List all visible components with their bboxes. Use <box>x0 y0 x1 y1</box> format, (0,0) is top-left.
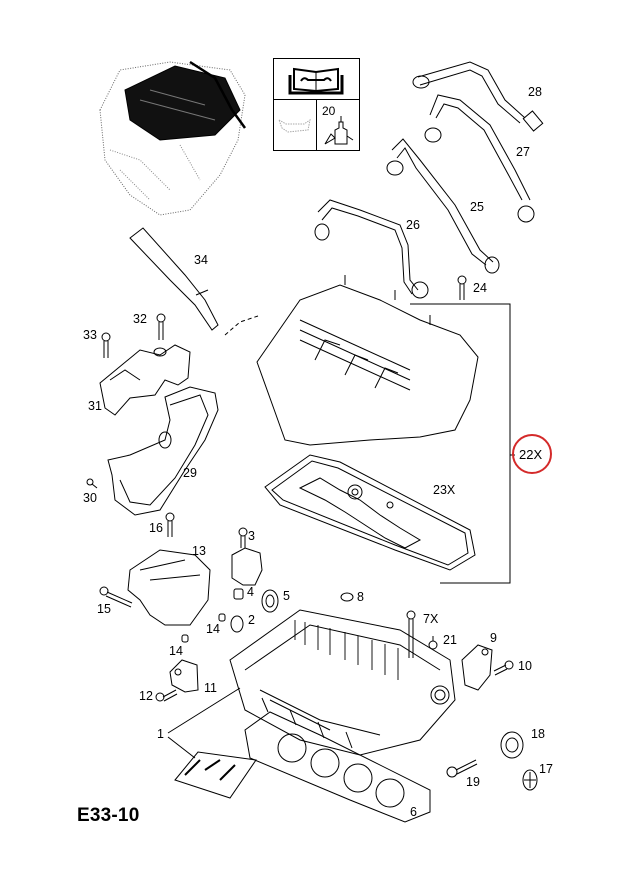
sealant-ref-number: 20 <box>322 104 336 118</box>
callout-24[interactable]: 24 <box>473 281 487 295</box>
engine-overview-thumbnail <box>99 60 247 216</box>
bracket-31 <box>99 344 191 416</box>
bolt-15 <box>99 586 133 608</box>
repair-manual-icon <box>288 67 344 95</box>
callout-31[interactable]: 31 <box>88 399 102 413</box>
part-34-tool <box>129 227 259 336</box>
bolt-30 <box>86 478 98 489</box>
callout-6[interactable]: 6 <box>410 805 417 819</box>
bolt-33 <box>101 332 111 358</box>
callout-18[interactable]: 18 <box>531 727 545 741</box>
callout-32[interactable]: 32 <box>133 312 147 326</box>
bolt-19 <box>446 759 478 778</box>
seal-5 <box>261 589 279 613</box>
callout-7X[interactable]: 7X <box>423 612 439 626</box>
callout-28[interactable]: 28 <box>528 85 542 99</box>
legend-box: 20 <box>273 58 360 151</box>
bracket-9 <box>461 644 493 691</box>
dowel-4 <box>233 588 244 600</box>
seal-18 <box>500 731 524 759</box>
callout-11[interactable]: 11 <box>204 681 217 695</box>
callout-19[interactable]: 19 <box>466 775 480 789</box>
hose-28 <box>412 61 544 132</box>
timing-cover-29 <box>107 386 219 516</box>
legend-sealant: 20 <box>317 100 359 150</box>
callout-14[interactable]: 14 <box>206 622 220 636</box>
bolt-10 <box>493 660 514 676</box>
gasket-kit-1 <box>167 687 257 799</box>
bolt-16 <box>165 512 175 537</box>
bearing-cap-3 <box>231 527 263 586</box>
bracket-line-22X <box>410 303 515 584</box>
washer-8 <box>340 592 354 602</box>
callout-23X[interactable]: 23X <box>433 483 456 497</box>
callout-29[interactable]: 29 <box>183 466 197 480</box>
callout-9[interactable]: 9 <box>490 631 497 645</box>
callout-13[interactable]: 13 <box>192 544 206 558</box>
callout-26[interactable]: 26 <box>406 218 420 232</box>
bolt-7X <box>406 610 416 658</box>
callout-30[interactable]: 30 <box>83 491 97 505</box>
callout-1[interactable]: 1 <box>157 727 164 741</box>
legend-oil <box>274 100 317 150</box>
camshaft-cover-22X <box>256 275 479 446</box>
callout-3[interactable]: 3 <box>248 529 255 543</box>
callout-10[interactable]: 10 <box>518 659 532 673</box>
stud-21 <box>428 636 438 650</box>
callout-12[interactable]: 12 <box>139 689 153 703</box>
hose-26 <box>314 199 429 299</box>
bolt-12 <box>155 689 178 702</box>
callout-14[interactable]: 14 <box>169 644 183 658</box>
bracket-11 <box>169 659 199 693</box>
highlight-ring <box>512 434 552 474</box>
hose-25 <box>386 138 500 274</box>
callout-15[interactable]: 15 <box>97 602 111 616</box>
sealant-bottle-icon <box>324 116 354 145</box>
head-gasket-6 <box>244 711 431 823</box>
callout-25[interactable]: 25 <box>470 200 484 214</box>
cylinder-head <box>229 609 456 756</box>
bolt-32 <box>156 313 166 340</box>
hose-27 <box>424 94 535 223</box>
callout-22X[interactable]: 22X <box>519 447 543 462</box>
callout-8[interactable]: 8 <box>357 590 364 604</box>
oil-can-icon <box>278 118 311 133</box>
gasket-23X <box>264 454 476 571</box>
callout-16[interactable]: 16 <box>149 521 163 535</box>
callout-27[interactable]: 27 <box>516 145 530 159</box>
callout-4[interactable]: 4 <box>247 585 254 599</box>
dowel-14a <box>218 613 226 622</box>
callout-17[interactable]: 17 <box>539 762 553 776</box>
callout-2[interactable]: 2 <box>248 613 255 627</box>
plug-2 <box>230 615 244 633</box>
callout-33[interactable]: 33 <box>83 328 97 342</box>
dowel-14b <box>181 634 189 643</box>
legend-repair-manual <box>274 59 359 100</box>
bolt-24 <box>457 275 467 300</box>
plug-17 <box>522 769 538 791</box>
callout-5[interactable]: 5 <box>283 589 290 603</box>
callout-21[interactable]: 21 <box>443 633 457 647</box>
page-code: E33-10 <box>77 805 140 826</box>
callout-34[interactable]: 34 <box>194 253 208 267</box>
bracket-13 <box>127 549 211 626</box>
